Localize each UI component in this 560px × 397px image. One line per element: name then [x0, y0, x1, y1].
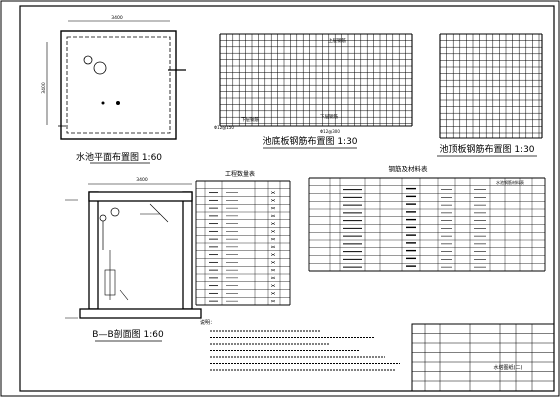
plan-title: 水池平面布置图 1:60 — [76, 151, 162, 163]
section-title: B—B剖面图 1:60 — [92, 328, 164, 340]
inner-border — [19, 5, 555, 392]
rebar-table: 钢筋及材料表 水池钢筋材料表 — [308, 164, 546, 272]
bottom-slab-spacing-a: Φ12@150 — [214, 125, 234, 130]
rebar-table-title: 钢筋及材料表 — [389, 164, 429, 173]
bottom-slab-spacing-b: Φ12@300 — [320, 129, 340, 134]
section-view: 3400 B—B剖面图 1:60 — [65, 177, 202, 342]
bottom-slab-grid — [219, 33, 413, 127]
outlet-pipe — [93, 61, 107, 75]
title-block: 水塔图纸(二) — [411, 323, 555, 392]
bottom-slab-title: 池底板钢筋布置图 1:30 — [262, 135, 357, 147]
section-dim-top: 3400 — [136, 177, 148, 183]
rebar-table-header: 水池钢筋材料表 — [496, 179, 524, 185]
bottom-slab-label-bottom-2: 下层钢筋 — [320, 113, 338, 120]
top-slab-title: 池顶板钢筋布置图 1:30 — [439, 143, 534, 155]
bottom-slab-rebar: 上层钢筋 下层钢筋 下层钢筋 Φ12@150 Φ12@300 池底板钢筋布置图 … — [214, 33, 413, 149]
materials-table-title: 工程数量表 — [225, 170, 255, 178]
bottom-slab-label-top: 上层钢筋 — [328, 37, 346, 44]
materials-table-grid — [195, 180, 291, 306]
plan-view: 3400 3400 水池平面布置图 1:60 — [41, 15, 186, 164]
rebar-table-grid — [308, 177, 546, 272]
top-slab-grid — [439, 33, 543, 139]
materials-table: 工程数量表 — [195, 170, 291, 306]
notes-heading: 说明： — [200, 319, 215, 326]
top-slab-rebar: 池顶板钢筋布置图 1:30 — [437, 33, 543, 157]
notes-lines — [210, 330, 400, 371]
bottom-slab-label-bottom: 下层钢筋 — [241, 116, 259, 123]
notes: 说明： — [200, 319, 400, 371]
title-block-grid — [412, 324, 554, 391]
plan-dim-left: 3400 — [41, 82, 47, 94]
title-block-drawing-title: 水塔图纸(二) — [494, 364, 523, 371]
plan-dim-top: 3400 — [111, 15, 123, 21]
inlet-pipe — [83, 55, 93, 65]
